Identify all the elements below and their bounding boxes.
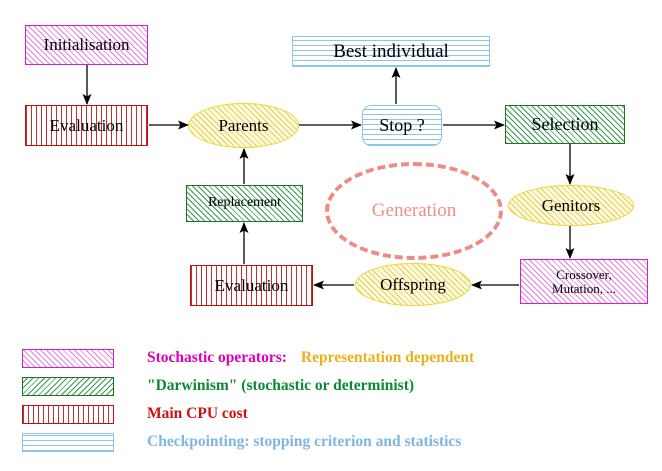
legend-label-main-cpu-cost: Main CPU cost [147, 405, 248, 422]
node-replacement[interactable]: Replacement [186, 185, 303, 222]
node-initialisation-label: Initialisation [43, 35, 130, 55]
legend-swatch-blue-stripes [22, 432, 114, 452]
node-genitors-label: Genitors [541, 195, 601, 215]
node-parents[interactable]: Parents [188, 103, 299, 148]
node-evaluation-top[interactable]: Evaluation [25, 105, 148, 146]
node-crossover-mutation-label: Crossover, Mutation, ... [552, 266, 616, 296]
node-generation-label: Generation [371, 200, 457, 221]
node-parents-label: Parents [218, 115, 269, 135]
node-stop-label: Stop ? [379, 115, 425, 136]
node-stop[interactable]: Stop ? [362, 105, 442, 146]
node-offspring[interactable]: Offspring [355, 263, 471, 306]
legend-label-representation-dependent: Representation dependent [300, 349, 475, 366]
legend-row-darwinism: "Darwinism" (stochastic or determinist) [22, 374, 414, 398]
node-best-individual[interactable]: Best individual [292, 36, 490, 67]
node-initialisation[interactable]: Initialisation [25, 25, 148, 65]
node-generation: Generation [325, 162, 503, 260]
legend-label-checkpointing: Checkpointing: stopping criterion and st… [147, 433, 462, 450]
legend-row-cpu-cost: Main CPU cost [22, 402, 248, 426]
node-offspring-label: Offspring [380, 274, 446, 294]
node-crossover-mutation[interactable]: Crossover, Mutation, ... [520, 259, 648, 304]
legend-swatch-green-hatch [22, 376, 114, 396]
legend-label-stochastic-operators: Stochastic operators: [147, 349, 287, 366]
legend-label-darwinism: "Darwinism" (stochastic or determinist) [147, 377, 415, 394]
legend-row-checkpointing: Checkpointing: stopping criterion and st… [22, 430, 461, 454]
legend-swatch-red-stripes [22, 404, 114, 424]
node-evaluation-bottom[interactable]: Evaluation [190, 265, 313, 306]
node-replacement-label: Replacement [207, 195, 282, 211]
node-selection[interactable]: Selection [505, 105, 625, 144]
legend-swatch-magenta-hatch [22, 348, 114, 368]
legend-row-stochastic: Stochastic operators: Representation dep… [22, 346, 474, 370]
node-evaluation-top-label: Evaluation [49, 115, 124, 135]
node-best-individual-label: Best individual [333, 40, 449, 62]
node-evaluation-bottom-label: Evaluation [214, 275, 289, 295]
node-genitors[interactable]: Genitors [508, 185, 634, 226]
legend: Stochastic operators: Representation dep… [0, 338, 662, 458]
node-selection-label: Selection [531, 114, 599, 135]
